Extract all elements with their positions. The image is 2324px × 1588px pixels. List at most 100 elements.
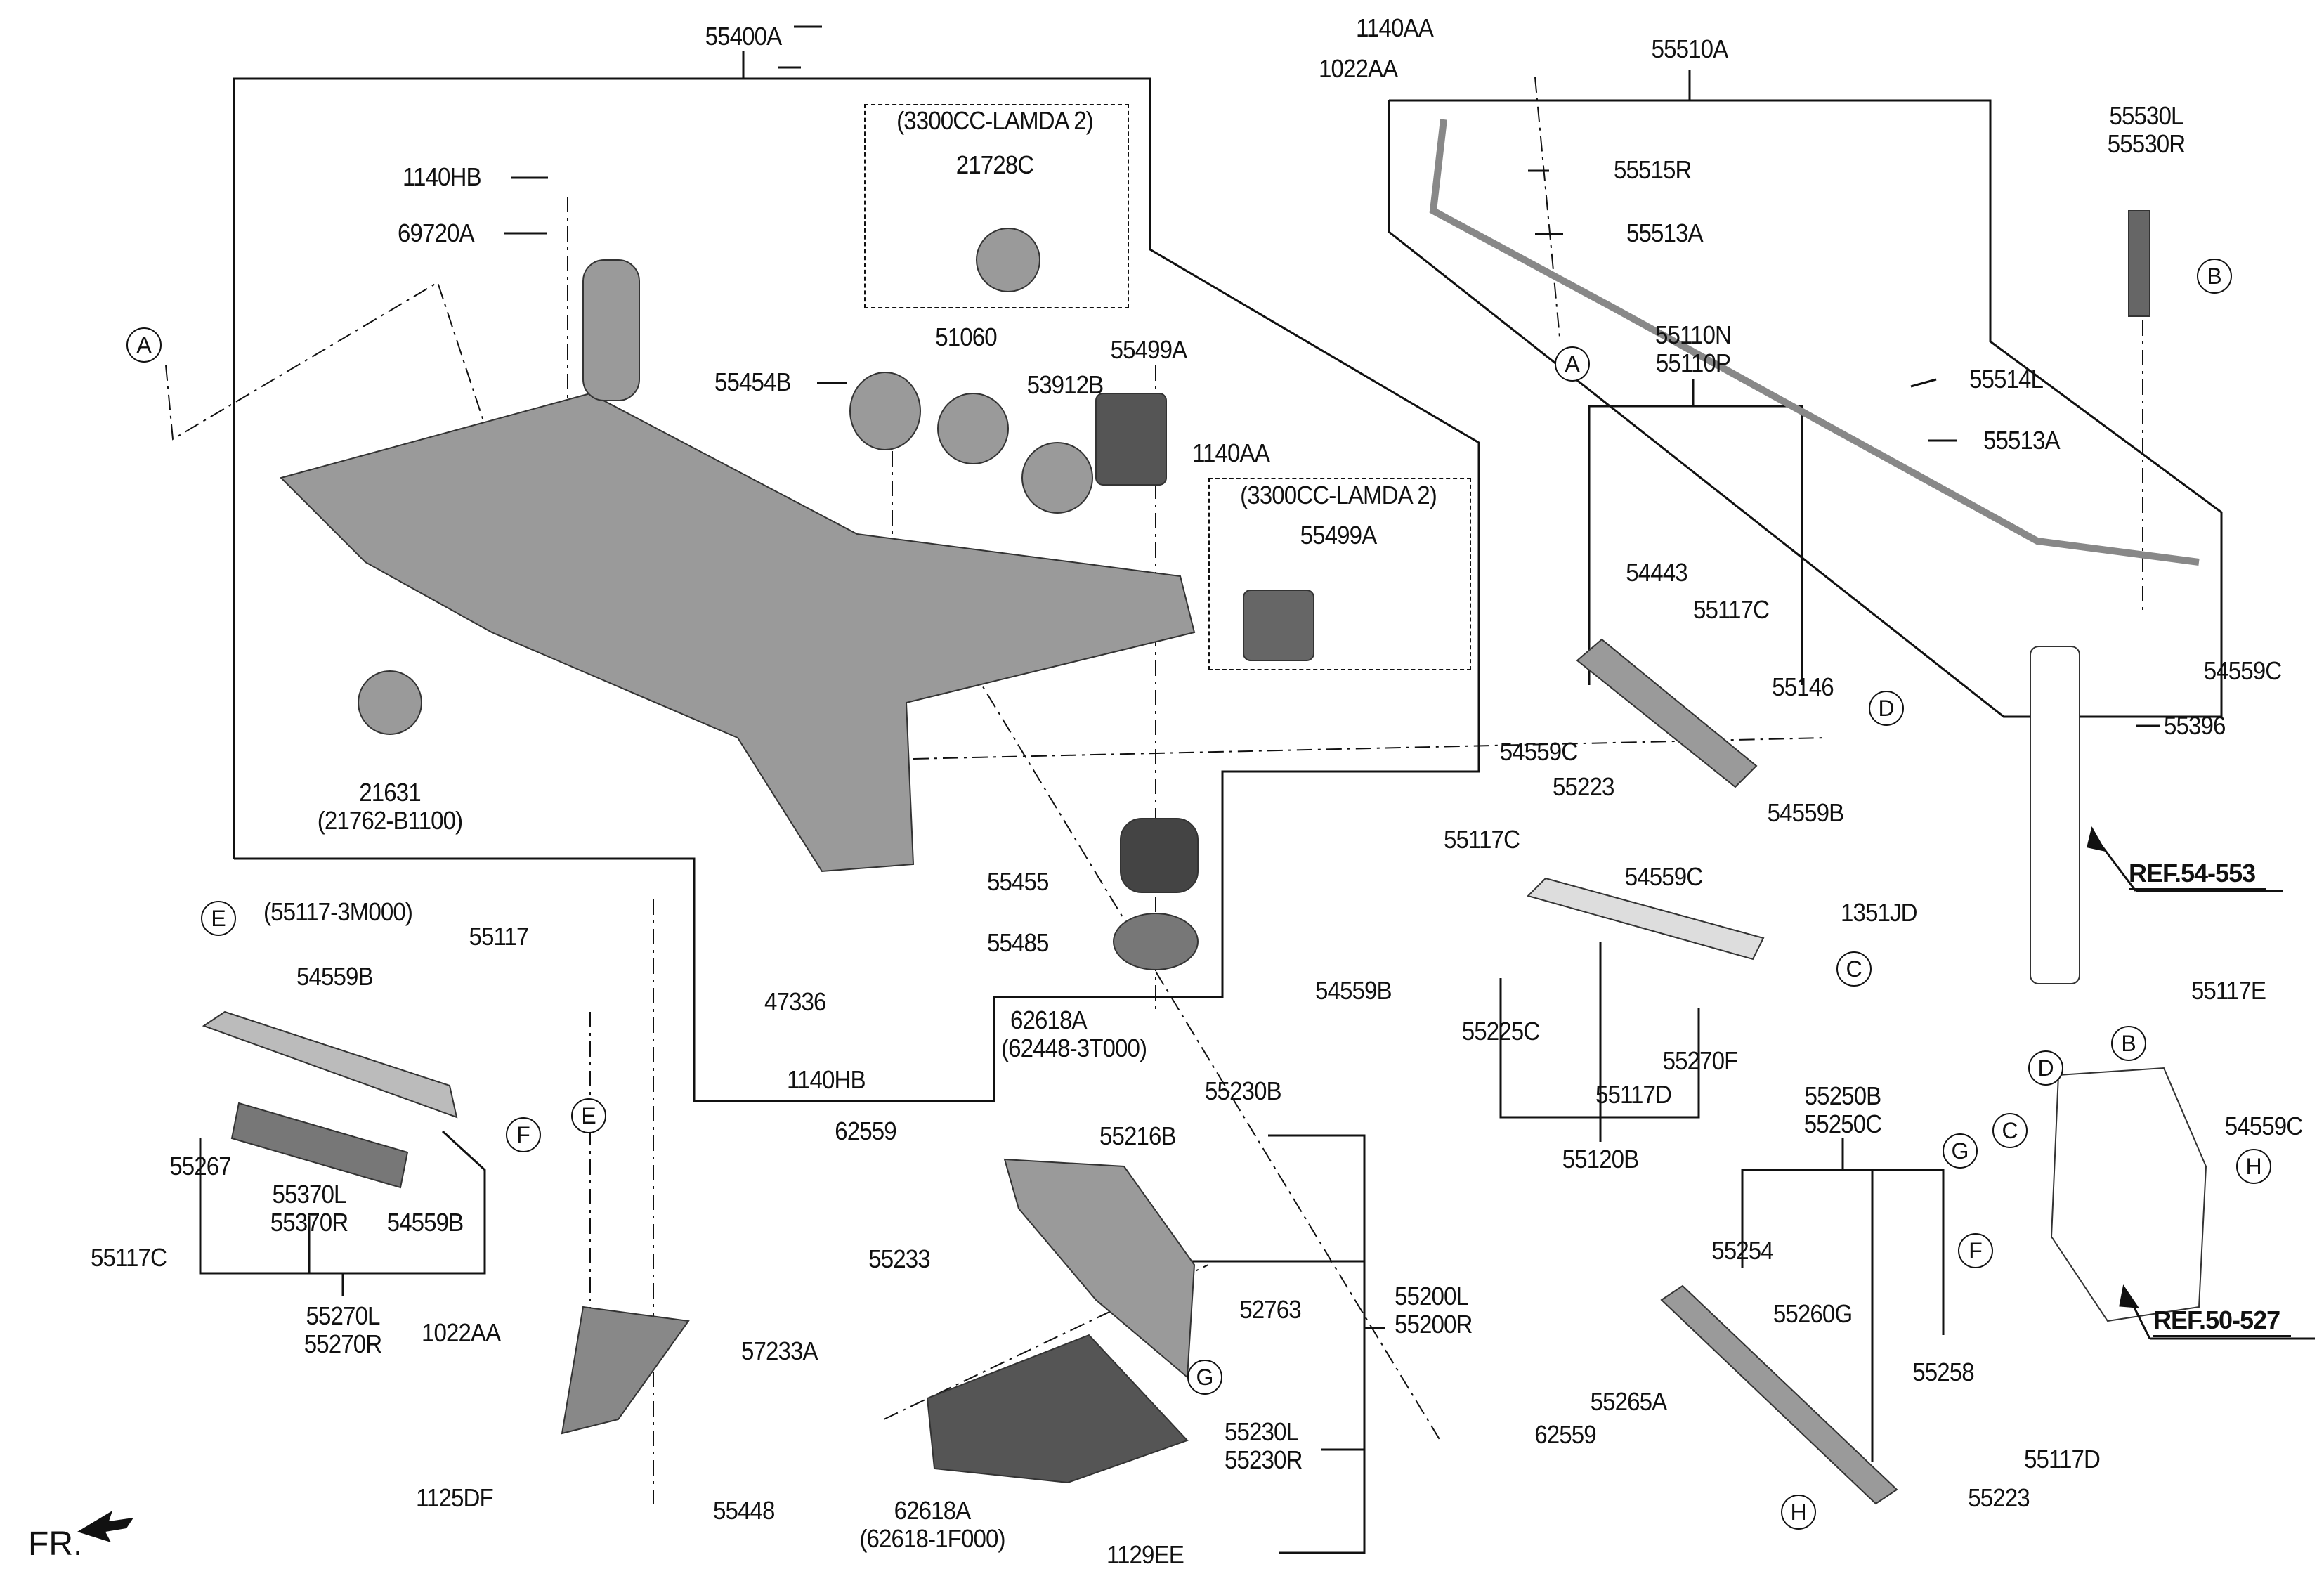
label-55117[interactable]: 55117 — [469, 922, 529, 951]
label-1125DF[interactable]: 1125DF — [416, 1483, 494, 1512]
label-55230R[interactable]: 55230R — [1225, 1445, 1303, 1474]
label-54559C-sway[interactable]: 54559C — [2203, 656, 2282, 685]
label-1022AA-bot[interactable]: 1022AA — [422, 1318, 501, 1347]
callout-f-arm: F — [506, 1117, 541, 1152]
label-55110N[interactable]: 55110N — [1654, 320, 1732, 349]
label-55499A-alt[interactable]: 55499A — [1300, 521, 1378, 549]
label-55120B[interactable]: 55120B — [1562, 1145, 1640, 1173]
label-55454B[interactable]: 55454B — [714, 367, 792, 396]
label-54559B-arm-top[interactable]: 54559B — [296, 962, 374, 991]
label-1351JD[interactable]: 1351JD — [1841, 898, 1918, 927]
bracket-55270L — [199, 1130, 486, 1275]
label-55223-ua[interactable]: 55223 — [1553, 772, 1614, 801]
reference-54-553[interactable]: REF.54-553 — [2129, 859, 2267, 890]
label-55510A[interactable]: 55510A — [1651, 34, 1729, 63]
label-53912B[interactable]: 53912B — [1026, 370, 1104, 399]
label-1140HB-bot[interactable]: 1140HB — [787, 1065, 866, 1094]
label-1140AA-top[interactable]: 1140AA — [1356, 13, 1434, 42]
label-62618A-bot-alt[interactable]: (62618-1F000) — [859, 1524, 1005, 1553]
label-55515R[interactable]: 55515R — [1614, 155, 1692, 184]
callout-d-arm: D — [1869, 691, 1904, 726]
boundary-55510A — [1388, 99, 2223, 718]
label-69720A[interactable]: 69720A — [398, 219, 475, 247]
variant-label-2: (3300CC-LAMDA 2) — [1240, 481, 1437, 509]
label-55225C[interactable]: 55225C — [1461, 1017, 1540, 1046]
label-55514L[interactable]: 55514L — [1969, 365, 2044, 393]
front-indicator: FR. — [28, 1525, 83, 1563]
label-21631-alt[interactable]: (21762-B1100) — [317, 806, 463, 835]
trailing-arm-shape — [1003, 1158, 1196, 1379]
label-62559-right[interactable]: 62559 — [1534, 1420, 1596, 1449]
bracket-57233A — [561, 1306, 690, 1435]
label-55117C-arm[interactable]: 55117C — [90, 1243, 167, 1272]
label-55485[interactable]: 55485 — [987, 928, 1049, 957]
callout-f-knuckle: F — [1958, 1233, 1993, 1268]
label-54559C-ua[interactable]: 54559C — [1499, 737, 1578, 766]
label-21631[interactable]: 21631 — [359, 778, 421, 807]
label-52763[interactable]: 52763 — [1239, 1295, 1301, 1324]
label-55233[interactable]: 55233 — [868, 1244, 930, 1273]
label-55270R[interactable]: 55270R — [303, 1329, 382, 1358]
label-47336[interactable]: 47336 — [764, 987, 826, 1016]
bracket-55200L — [1268, 1134, 1366, 1554]
label-62618A-top[interactable]: 62618A — [1010, 1005, 1088, 1034]
label-62618A-top-alt[interactable]: (62448-3T000) — [1001, 1034, 1147, 1062]
label-55230L[interactable]: 55230L — [1225, 1417, 1299, 1446]
label-54559B-link[interactable]: 54559B — [1315, 976, 1392, 1005]
label-55530L[interactable]: 55530L — [2109, 101, 2183, 130]
callout-b-knuckle: B — [2111, 1026, 2146, 1061]
label-57233A[interactable]: 57233A — [741, 1336, 818, 1365]
label-54559B-ua[interactable]: 54559B — [1767, 798, 1845, 827]
boundary-55400A — [233, 77, 1480, 1102]
label-55230B[interactable]: 55230B — [1205, 1076, 1282, 1105]
label-55200R[interactable]: 55200R — [1395, 1310, 1473, 1339]
label-54443[interactable]: 54443 — [1626, 558, 1687, 587]
label-55117C-link[interactable]: 55117C — [1444, 825, 1520, 854]
label-55200L[interactable]: 55200L — [1395, 1282, 1469, 1310]
knuckle-shape — [2050, 1067, 2207, 1322]
label-55370L[interactable]: 55370L — [272, 1180, 346, 1209]
label-1022AA-top[interactable]: 1022AA — [1319, 54, 1398, 83]
label-51060[interactable]: 51060 — [935, 323, 997, 351]
label-55260G[interactable]: 55260G — [1773, 1299, 1853, 1328]
label-55258[interactable]: 55258 — [1912, 1358, 1974, 1386]
label-54559C-knuckle[interactable]: 54559C — [2224, 1112, 2303, 1140]
label-55270F[interactable]: 55270F — [1662, 1046, 1739, 1075]
label-55270L[interactable]: 55270L — [306, 1301, 380, 1330]
label-55216B[interactable]: 55216B — [1099, 1121, 1177, 1150]
label-54559C-link[interactable]: 54559C — [1624, 862, 1703, 891]
label-55117-3M000[interactable]: (55117-3M000) — [263, 897, 413, 926]
label-55448[interactable]: 55448 — [713, 1496, 775, 1525]
label-55250C[interactable]: 55250C — [1803, 1109, 1882, 1138]
label-55400A[interactable]: 55400A — [705, 22, 783, 51]
label-55254[interactable]: 55254 — [1711, 1236, 1773, 1265]
label-1140AA-mid[interactable]: 1140AA — [1192, 438, 1270, 467]
label-55513A-1[interactable]: 55513A — [1626, 219, 1704, 247]
label-55146[interactable]: 55146 — [1772, 672, 1834, 701]
label-55396[interactable]: 55396 — [2164, 711, 2226, 740]
label-55117D-link[interactable]: 55117D — [1595, 1080, 1672, 1109]
label-55499A[interactable]: 55499A — [1110, 335, 1188, 364]
label-62618A-bot[interactable]: 62618A — [894, 1496, 972, 1525]
label-55117E[interactable]: 55117E — [2191, 976, 2266, 1005]
label-54559B-arm-bot[interactable]: 54559B — [386, 1208, 464, 1237]
label-55117C-ua[interactable]: 55117C — [1693, 595, 1770, 624]
label-55370R[interactable]: 55370R — [270, 1208, 348, 1237]
label-55117D-right[interactable]: 55117D — [2023, 1445, 2101, 1473]
label-55223-right[interactable]: 55223 — [1968, 1483, 2030, 1512]
label-55455[interactable]: 55455 — [987, 867, 1049, 896]
label-55110P[interactable]: 55110P — [1655, 349, 1731, 377]
label-62559-center[interactable]: 62559 — [835, 1117, 896, 1145]
label-55513A-2[interactable]: 55513A — [1983, 426, 2061, 455]
label-55530R[interactable]: 55530R — [2107, 129, 2186, 158]
label-1140HB-top[interactable]: 1140HB — [403, 162, 482, 191]
label-1129EE[interactable]: 1129EE — [1106, 1540, 1184, 1569]
label-21728C[interactable]: 21728C — [955, 150, 1034, 179]
callout-g-knuckle: G — [1943, 1133, 1978, 1169]
label-55250B[interactable]: 55250B — [1804, 1081, 1882, 1110]
callout-c-link: C — [1836, 951, 1872, 987]
label-55265A[interactable]: 55265A — [1590, 1387, 1668, 1416]
label-55267[interactable]: 55267 — [169, 1152, 231, 1180]
reference-50-527[interactable]: REF.50-527 — [2153, 1306, 2292, 1337]
